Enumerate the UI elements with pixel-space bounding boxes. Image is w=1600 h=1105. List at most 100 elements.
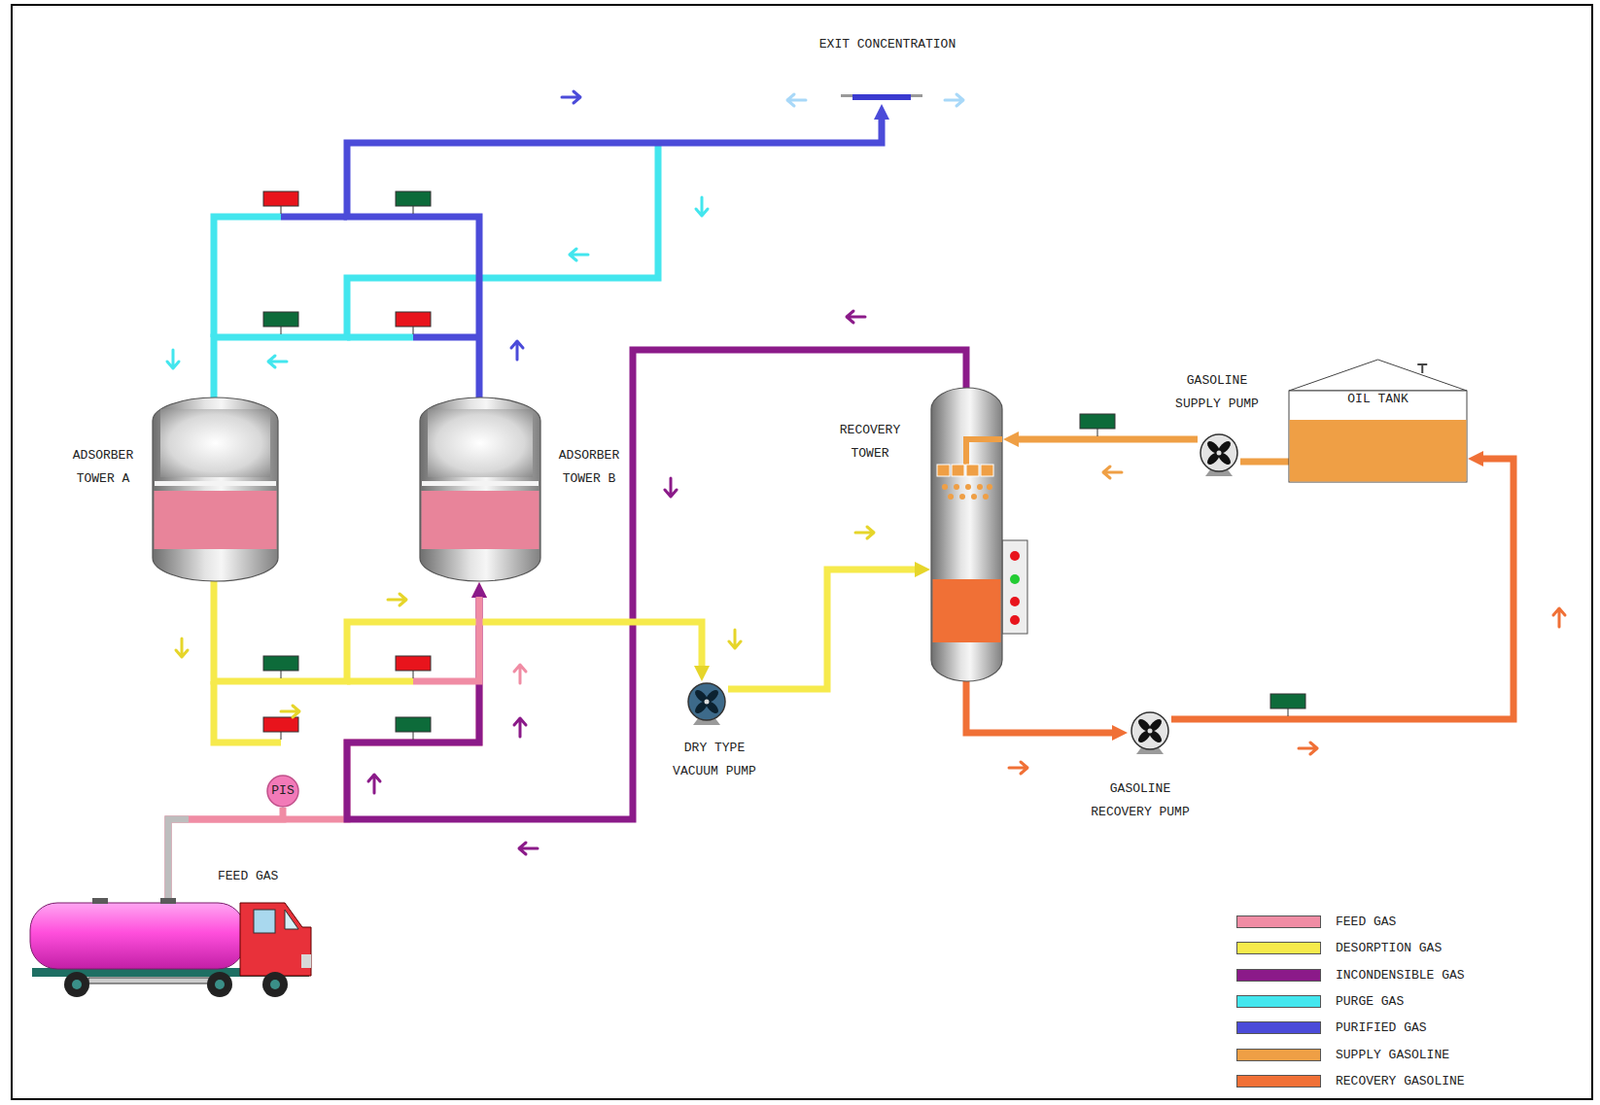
frame [11, 4, 1593, 1100]
oil-tank-outline [1288, 359, 1467, 483]
vacuum-pump: DRY TYPE VACUUM PUMP [685, 682, 729, 726]
flow-arrow [167, 349, 179, 369]
recovery-tower-outline [951, 464, 965, 477]
valve [280, 670, 282, 679]
supply-pump-outline [1205, 439, 1222, 456]
legend-row: PURIFIED GAS [1236, 1014, 1465, 1042]
valve [395, 312, 431, 335]
node-label: FEED GAS [217, 865, 279, 889]
pipe-connector [1240, 458, 1289, 466]
exit-nozzle-outline [840, 94, 853, 98]
legend-swatch [1236, 941, 1322, 955]
tank-truck-outline [92, 898, 108, 905]
pipe-connector [1010, 436, 1198, 444]
flow-arrow [511, 341, 523, 360]
recovery-tower-outline [986, 484, 993, 490]
node-label: ADSORBER TOWER A [62, 444, 144, 491]
valve [1287, 708, 1289, 717]
valve [263, 717, 299, 740]
tank-truck-outline [30, 903, 245, 970]
flow-arrow [569, 248, 589, 261]
valve [280, 206, 282, 214]
flow-arrow [846, 311, 866, 323]
legend-swatch [1236, 915, 1322, 929]
recovery-tower-outline [980, 464, 994, 477]
node-label: OIL TANK [1347, 387, 1408, 412]
adsorber-tower-outline [154, 490, 278, 550]
tank-truck-outline [30, 898, 312, 1000]
gauge-lamp [1009, 574, 1020, 585]
tank-truck-outline [88, 977, 215, 984]
tank-truck-outline [270, 979, 280, 990]
exit-nozzle-outline [852, 94, 911, 101]
flow-arrow [514, 718, 526, 737]
legend-swatch [1236, 1048, 1322, 1062]
valve [395, 191, 431, 214]
tank-truck-outline [240, 903, 312, 976]
legend-label: SUPPLY GASOLINE [1335, 1047, 1450, 1063]
flow-arrow [514, 664, 526, 684]
adsorber-tower-outline [152, 397, 279, 582]
legend-label: DESORPTION GAS [1335, 940, 1442, 956]
pipe-connector [1171, 458, 1514, 720]
recovery-tower: RECOVERY TOWER [931, 387, 1003, 682]
valve [1270, 694, 1306, 709]
purge-pipe [347, 334, 414, 342]
valve [1079, 414, 1115, 437]
pipe-connector [966, 681, 1120, 733]
oil-tank-outline [1288, 359, 1467, 391]
recovery-pump-outline [1147, 717, 1164, 734]
valve [395, 717, 431, 740]
valve [413, 206, 415, 214]
recovery-tower-outline [937, 464, 950, 477]
flow-arrow [167, 91, 1566, 855]
pipe-connector [728, 569, 923, 690]
valve [1097, 428, 1099, 437]
recovery-tower-outline [953, 484, 960, 490]
flow-arrow [387, 593, 407, 606]
legend-swatch [1236, 969, 1322, 982]
valve [263, 717, 299, 732]
valve [395, 312, 431, 327]
vacuum-pump-outline [685, 682, 729, 726]
legend-row: PURGE GAS [1236, 988, 1465, 1015]
supply-pump-outline [1216, 439, 1233, 456]
tank-truck-outline [207, 972, 233, 998]
legend-row: RECOVERY GASOLINE [1236, 1068, 1465, 1095]
adsorber-tower-outline [419, 397, 541, 582]
recovery-tower-outline [965, 484, 972, 490]
supply-pump-outline [1216, 450, 1233, 467]
node-label: GASOLINE SUPPLY PUMP [1168, 369, 1266, 417]
flow-arrow [1008, 762, 1028, 774]
recovery-tower-outline [982, 493, 989, 500]
pipe-connector [347, 111, 882, 398]
recovery-tower-outline [971, 493, 977, 500]
desorption-pipe [213, 681, 281, 743]
supply-pump-outline [1217, 451, 1222, 456]
legend-row: INCONDENSIBLE GAS [1236, 962, 1465, 989]
node-label: GASOLINE RECOVERY PUMP [1086, 777, 1194, 825]
valve [263, 312, 299, 335]
legend-row: SUPPLY GASOLINE [1236, 1041, 1465, 1068]
flow-arrow [787, 94, 806, 106]
flow-arrow [519, 842, 538, 855]
flow-arrow [175, 638, 188, 658]
gauge-lamp [1009, 551, 1020, 561]
adsorber-tower: ADSORBER TOWER B [419, 397, 541, 582]
recovery-pump-outline [1136, 717, 1153, 734]
recovery-pump-outline [1147, 729, 1153, 734]
legend: FEED GASDESORPTION GASINCONDENSIBLE GASP… [1236, 908, 1465, 1095]
legend-row: DESORPTION GAS [1236, 935, 1465, 962]
desorption-pipe [347, 678, 414, 686]
tank-truck-outline [64, 972, 90, 998]
valve [413, 670, 415, 679]
adsorber-tower-outline [421, 481, 539, 487]
valve [280, 731, 282, 740]
recovery-pump-outline [1147, 728, 1164, 745]
flow-arrow [729, 629, 741, 649]
adsorber-tower-outline [419, 397, 541, 582]
node-label: EXIT CONCENTRATION [819, 33, 956, 57]
tank-truck-outline [160, 898, 176, 905]
flow-arrow [280, 705, 300, 718]
